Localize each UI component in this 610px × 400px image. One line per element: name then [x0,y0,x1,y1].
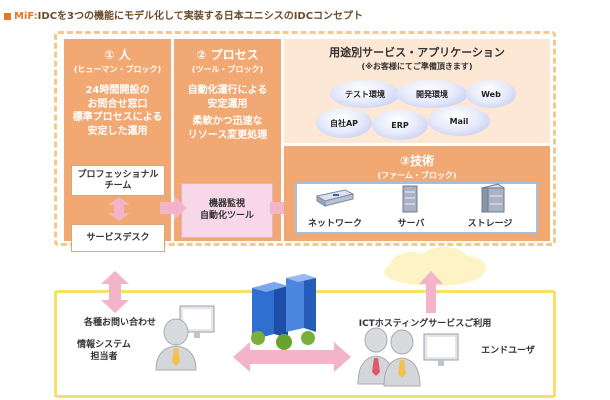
oval-dev-env: 開発環境 [396,80,468,108]
pro-team-desk-arrow [108,197,130,221]
oval-mail: Mail [428,106,490,136]
end-user-label: エンドユーザ [481,346,535,356]
service-desk-label: サービスデスク [86,232,150,243]
it-staff-line1: 情報システム [77,340,131,350]
end-user-group-icon [357,327,459,387]
oval-erp: ERP [372,110,428,140]
process-desc1-line1: 自動化運行による [187,85,268,96]
apps-note: (※お客様にてご準備頂きます) [361,62,473,71]
pro-team-box: プロフェッショナル チーム [71,165,165,196]
people-header: ① 人 (ヒューマン・ブロック) [64,44,171,75]
people-heading: ① 人 [104,48,131,62]
process-subheading: (ツール・ブロック) [191,65,264,74]
monitor-tool-box: 機器監視 自動化ツール [181,183,273,238]
pro-team-line2: チーム [104,180,132,191]
monitor-line2: 自動化ツール [199,210,254,221]
network-switch-icon [315,189,355,207]
tech-storage-label: ストレージ [467,219,513,229]
title-marker [4,12,11,20]
process-desc1-line2: 安定運用 [207,98,248,110]
oval-web: Web [466,80,516,108]
inquiry-arrow [101,271,129,313]
datacenter-building-icon [251,274,316,350]
process-desc2-line1: 柔軟かつ迅速な [192,116,263,127]
process-heading: ② プロセス [196,48,259,62]
process-desc: 自動化運行による 安定運用 柔軟かつ迅速な リソース変更処理 [174,84,281,142]
oval-test-env: テスト環境 [330,80,400,108]
process-desc2-line2: リソース変更処理 [187,129,268,141]
title-text: IDCを3つの機能にモデル化して実装する日本ユニシスのIDCコンセプト [37,11,364,22]
server-icon [402,185,418,213]
tech-subheading: (ファーム・ブロック) [377,171,457,180]
concept-frame [54,31,556,246]
service-desk-box: サービスデスク [71,224,165,252]
ict-usage-label: ICTホスティングサービスご利用 [358,319,492,329]
usage-up-arrow [419,271,443,313]
tech-server-label: サーバ [397,219,425,229]
diagram-title: MiF:IDCを3つの機能にモデル化して実装する日本ユニシスのIDCコンセプト [4,7,363,22]
people-desc2-line2: 安定した運用 [87,125,148,137]
monitor-line1: 機器監視 [208,198,245,209]
tech-network-label: ネットワーク [307,219,362,229]
pro-team-line1: プロフェッショナル [77,169,159,180]
inquiry-label: 各種お問い合わせ [83,318,156,328]
tech-heading: ③技術 [399,154,435,168]
people-desc1-line1: 24時間開設の [85,85,150,96]
process-header: ② プロセス (ツール・ブロック) [174,44,281,75]
apps-heading: 用途別サービス・アプリケーション [329,46,505,59]
oval-own-app: 自社AP [316,108,372,138]
people-desc2-line1: 標準プロセスによる [72,112,163,123]
people-subheading: (ヒューマン・ブロック) [73,65,162,74]
it-staff-label: 情報システム 担当者 [58,340,150,363]
desk-to-tool-arrow [160,196,187,220]
people-desc: 24時間開設の お問合せ窓口 標準プロセスによる 安定した運用 [64,84,171,138]
cloud-icon [384,247,486,286]
it-staff-person-icon [155,305,215,371]
support-double-arrow [233,342,351,372]
it-staff-line2: 担当者 [90,351,118,362]
tech-header: ③技術 (ファーム・ブロック) [284,150,550,181]
title-prefix: MiF: [14,11,38,22]
people-desc1-line2: お問合せ窓口 [87,98,148,110]
storage-icon [480,183,506,213]
